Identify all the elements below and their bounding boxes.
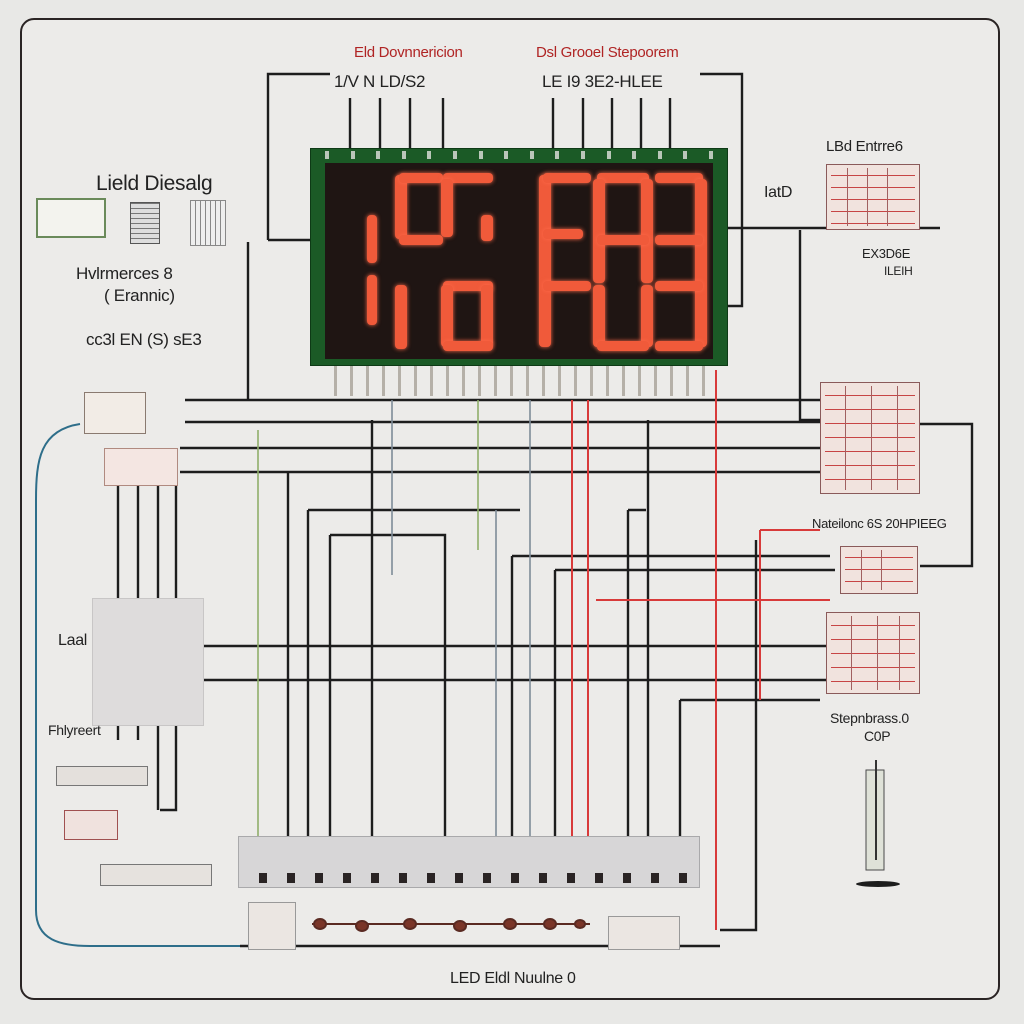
wire: [700, 72, 744, 308]
right-mid-label: Nateilonc 6S 20HPIEEG: [812, 516, 947, 531]
segment: [395, 175, 407, 239]
relay-icon: [248, 902, 296, 950]
wire: [160, 486, 178, 812]
right-led-label: IatD: [764, 184, 793, 201]
left-title: Lield Diesalg: [96, 172, 213, 195]
switch-icon: [100, 864, 212, 886]
switch-icon: [104, 448, 178, 486]
wire: [266, 72, 330, 240]
wire: [720, 540, 758, 932]
segment: [695, 179, 707, 347]
segment: [443, 341, 493, 351]
right-top-label: LBd Entrre6: [826, 138, 903, 155]
segment: [441, 285, 453, 347]
wire: [328, 533, 447, 836]
right-sub-label-2: ILEIH: [884, 264, 913, 278]
ic-chip: [840, 546, 918, 594]
wire: [510, 554, 830, 836]
segment: [655, 341, 703, 351]
seven-segment-screen: [325, 163, 713, 359]
ic-chip: [826, 612, 920, 694]
left-mid-label: Laal: [58, 632, 88, 649]
left-subtitle-1: Hvlrmerces 8: [76, 264, 173, 283]
ic-chip: [826, 164, 920, 230]
wire: [306, 508, 520, 836]
wire: [678, 698, 820, 836]
segment: [367, 215, 377, 263]
top-right-pin-labels: LE I9 3E2-HLEE: [542, 72, 663, 91]
terminal-block: [238, 836, 700, 888]
switch-icon: [64, 810, 118, 840]
segment: [399, 173, 443, 183]
segment: [593, 179, 605, 283]
module-pin-header: [325, 151, 713, 161]
segment: [655, 281, 703, 291]
switch-icon: [84, 392, 146, 434]
module-bottom-pins: [334, 366, 714, 396]
segment: [543, 173, 591, 183]
bottom-label: LED Eldl Nuulne 0: [450, 970, 576, 987]
segment: [443, 281, 493, 291]
left-subtitle-3: cc3l EN (S) sE3: [86, 330, 202, 349]
segment: [597, 341, 649, 351]
relay-icon: [130, 202, 160, 244]
switch-icon: [56, 766, 148, 786]
ic-chip: [820, 382, 920, 494]
capacitor-icon: [36, 198, 106, 238]
right-low-label-1: Stepnbrass.0: [830, 710, 909, 726]
led-display-module: [310, 148, 728, 366]
right-sub-label-1: EX3D6E: [862, 246, 911, 261]
connector-icon: [92, 598, 204, 726]
segment: [641, 285, 653, 347]
segment: [441, 179, 453, 237]
segment: [543, 229, 583, 239]
segment: [443, 173, 493, 183]
relay-icon: [608, 916, 680, 950]
segment: [543, 281, 591, 291]
segment: [593, 285, 605, 347]
resistor-chain-icon: [312, 918, 590, 932]
segment: [481, 285, 493, 347]
wire: [35, 423, 240, 947]
segment: [399, 235, 443, 245]
top-right-title: Dsl Grooel Stepoorem: [536, 44, 679, 61]
right-low-label-2: C0P: [864, 728, 891, 744]
potentiometer-icon: [856, 760, 900, 887]
segment: [539, 175, 551, 347]
segment: [655, 173, 703, 183]
relay-icon: [190, 200, 226, 246]
segment: [641, 179, 653, 283]
segment: [597, 235, 649, 245]
wire: [626, 508, 646, 836]
segment: [367, 275, 377, 325]
top-left-title: Eld Dovnnericion: [354, 44, 463, 61]
segment: [655, 235, 703, 245]
wire: [553, 568, 835, 836]
segment: [481, 215, 493, 241]
segment: [597, 173, 649, 183]
left-subtitle-2: ( Erannic): [104, 286, 175, 305]
left-low-label: Fhlyreert: [48, 722, 101, 738]
segment: [395, 285, 407, 349]
top-left-pin-labels: 1/V N LD/S2: [334, 72, 426, 91]
wire: [920, 422, 974, 568]
